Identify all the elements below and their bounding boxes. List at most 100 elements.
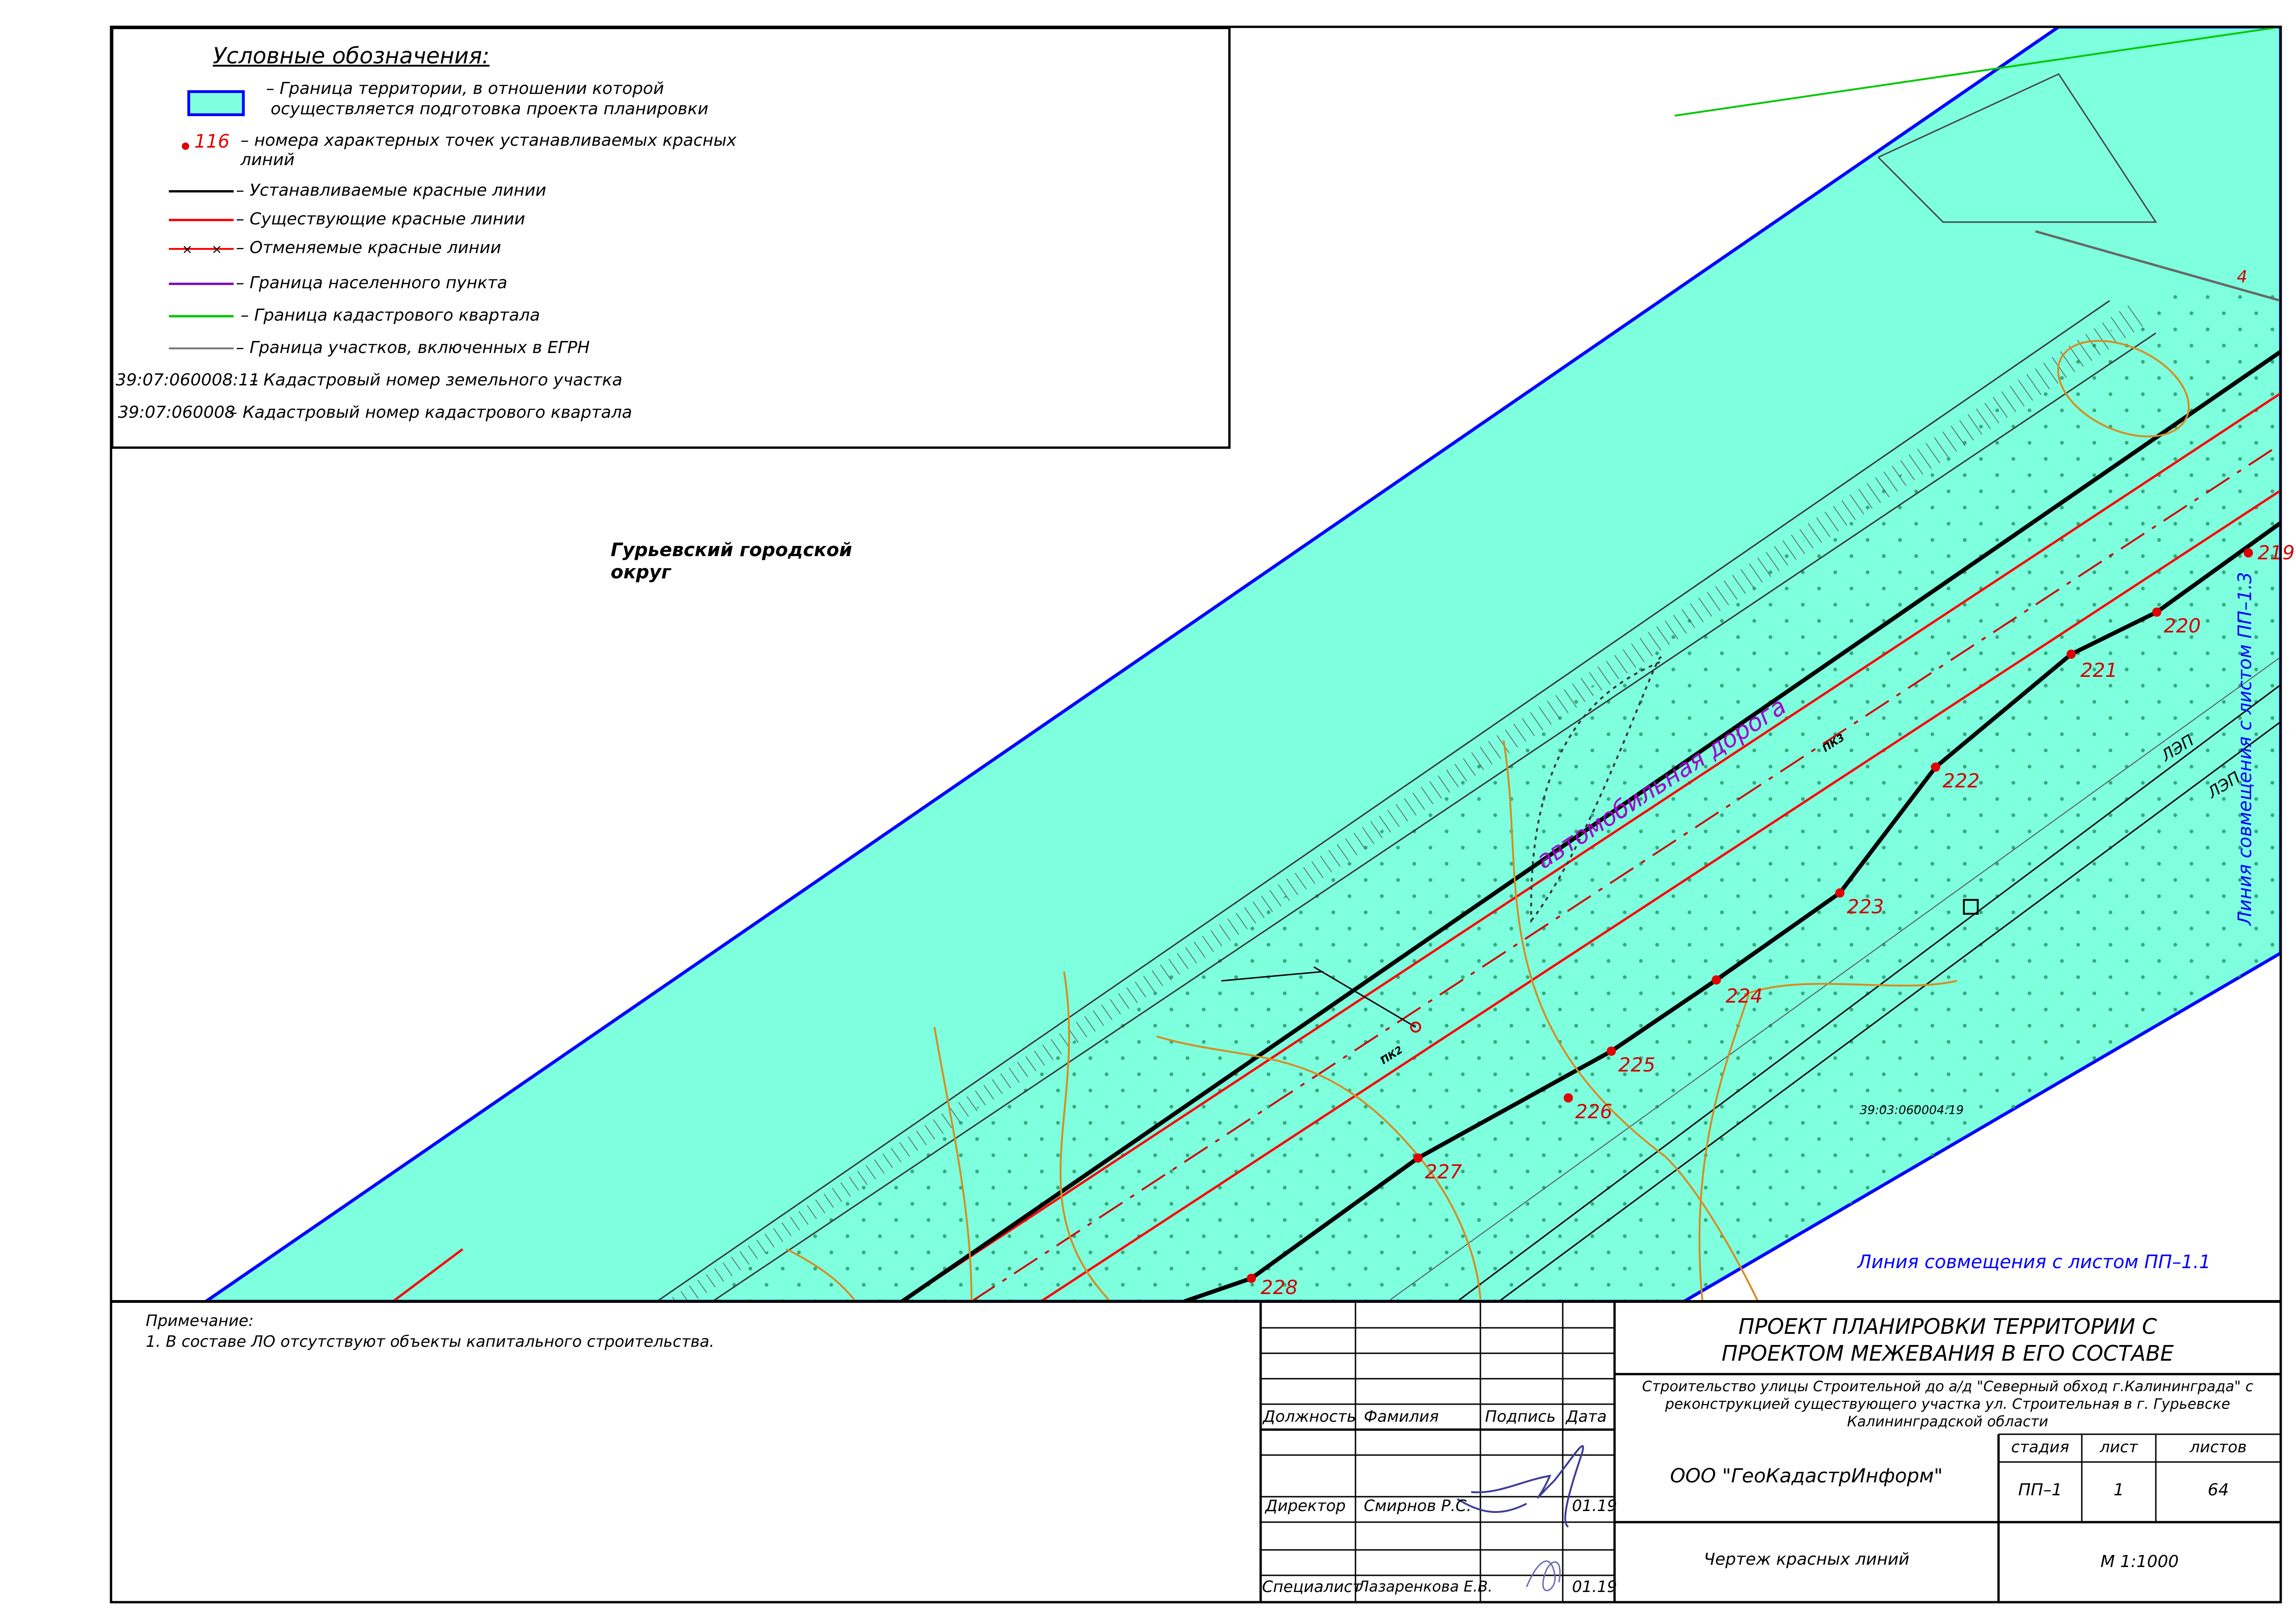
point-label-226: 226: [1575, 1100, 1613, 1123]
sheets-label: листов: [2190, 1438, 2247, 1456]
legend-item-parcel-code: – Кадастровый номер земельного участка: [250, 371, 623, 390]
pole-marker: [1963, 899, 1979, 915]
signature-specialist: [1526, 1560, 1561, 1592]
drawing-name: Чертеж красных линий: [1703, 1550, 1910, 1569]
contour-line: [1059, 971, 1111, 1301]
point-label-220: 220: [2164, 614, 2201, 637]
settlement-line: [2035, 230, 2281, 302]
point-label-224: 224: [1726, 985, 1763, 1007]
subtitle-line-3: Калининградской области: [1847, 1413, 2048, 1430]
red-line-point-220: [2152, 607, 2161, 617]
leader-line: [1313, 966, 1416, 1028]
point-label-223: 223: [1847, 895, 1884, 918]
legend-swatch-territory: [187, 90, 245, 116]
sheet-value: 1: [2113, 1481, 2124, 1499]
leader-line: [1221, 971, 1324, 982]
red-line-point-225: [1607, 1047, 1616, 1056]
col-signature: Подпись: [1485, 1407, 1556, 1426]
row2-date: 01.19: [1572, 1578, 1617, 1596]
contour-line: [1744, 980, 1957, 996]
contour-line: [1698, 994, 1750, 1301]
legend-sample-parcel-code: 39:07:060008:11: [116, 371, 260, 390]
district-label-line-1: Гурьевский городской: [611, 539, 852, 561]
legend-sample-quarter-code: 39:07:060008: [118, 403, 235, 422]
sheet-label: лист: [2099, 1438, 2138, 1456]
row2-position: Специалист: [1262, 1578, 1362, 1596]
district-label: Гурьевский городской округ: [611, 539, 852, 583]
legend-item-territory-2: осуществляется подготовка проекта планир…: [271, 99, 709, 118]
red-line-point-228: [1247, 1274, 1256, 1283]
parcel-code-label: 39:03:060004:19: [1860, 1103, 1964, 1117]
points-layer: [1247, 548, 2253, 1283]
svg-text:×: ×: [182, 242, 192, 257]
existing-red-line-1: [901, 392, 2281, 1301]
svg-text:×: ×: [211, 242, 222, 257]
legend-swatch-parcels: [169, 347, 234, 349]
red-line-point-222: [1931, 762, 1940, 772]
row2-name: Лазаренкова Е.В.: [1358, 1578, 1493, 1595]
contour-line: [786, 1248, 857, 1301]
drawing-scale: М 1:1000: [2100, 1552, 2179, 1571]
embankment-edge-2: [712, 332, 2156, 1301]
existing-red-line-2: [1040, 489, 2281, 1301]
contour-line: [934, 1027, 972, 1301]
red-line-point-224: [1712, 975, 1721, 985]
parcel-boundary: [1387, 657, 2281, 1301]
red-line-point-223: [1835, 888, 1844, 898]
installed-red-line-1: [901, 350, 2281, 1301]
legend-swatch-quarter: [169, 315, 234, 317]
contour-line: [1156, 1035, 1481, 1301]
col-surname: Фамилия: [1364, 1407, 1439, 1426]
project-subtitle: Строительство улицы Строительной до а/д …: [1615, 1378, 2281, 1431]
legend-title: Условные обозначения:: [213, 43, 490, 69]
row1-position: Директор: [1265, 1497, 1346, 1515]
legend-item-installed: – Устанавливаемые красные линии: [236, 181, 546, 200]
stage-value: ПП–1: [2018, 1481, 2062, 1499]
legend: Условные обозначения: – Граница территор…: [111, 27, 1231, 449]
point-label-corner: 4: [2237, 267, 2247, 286]
col-date: Дата: [1566, 1407, 1607, 1426]
legend-item-quarter: – Граница кадастрового квартала: [241, 306, 540, 325]
legend-item-territory: – Граница территории, в отношении которо…: [266, 79, 664, 98]
district-label-line-2: округ: [611, 562, 671, 583]
legend-swatch-point: [182, 142, 189, 150]
row1-date: 01.19: [1572, 1497, 1617, 1515]
subtitle-line-2: реконструкцией существующего участка ул.…: [1665, 1396, 2230, 1412]
installed-red-line-2: [1183, 521, 2281, 1301]
red-line-point-219: [2244, 548, 2253, 558]
benchmark-marker: [1410, 1022, 1421, 1033]
point-label-222: 222: [1943, 769, 1980, 792]
cadastral-boundary: [1674, 27, 2281, 117]
row1-name: Смирнов Р.С.: [1364, 1497, 1472, 1515]
point-label-221: 221: [2080, 659, 2118, 681]
building-outline: [1877, 73, 2157, 223]
power-line: [1457, 684, 2281, 1301]
company-name: ООО "ГеоКадастрИнформ": [1670, 1464, 1943, 1487]
road-axis: [971, 443, 2281, 1301]
point-label-219: 219: [2258, 541, 2295, 564]
point-label-228: 228: [1261, 1276, 1298, 1299]
legend-swatch-cancelled: × ×: [169, 242, 234, 257]
legend-item-settlement: – Граница населенного пункта: [236, 273, 507, 292]
main-title-line-2: ПРОЕКТОМ МЕЖЕВАНИЯ В ЕГО СОСТАВЕ: [1721, 1341, 2174, 1366]
subtitle-line-1: Строительство улицы Строительной до а/д …: [1642, 1378, 2253, 1395]
contour-hill: [2057, 340, 2190, 438]
contour-line: [1503, 740, 1759, 1301]
legend-item-existing: – Существующие красные линии: [236, 210, 526, 229]
red-line-point-221: [2067, 650, 2076, 659]
point-label-225: 225: [1618, 1053, 1656, 1076]
red-line-point-226: [1564, 1093, 1573, 1103]
legend-item-points-2: линий: [241, 150, 295, 169]
note-title: Примечание:: [146, 1312, 254, 1330]
note-line-1: 1. В составе ЛО отсутствуют объекты капи…: [146, 1332, 715, 1351]
power-line-2: [1498, 721, 2281, 1301]
legend-item-points: – номера характерных точек устанавливаем…: [241, 131, 736, 150]
signature-director: [1456, 1445, 1584, 1528]
col-position: Должность: [1263, 1407, 1356, 1426]
legend-swatch-existing: [169, 219, 234, 221]
stage-label: стадия: [2011, 1438, 2069, 1456]
legend-sample-point: 116: [194, 131, 230, 152]
embankment-edge: [656, 300, 2110, 1301]
